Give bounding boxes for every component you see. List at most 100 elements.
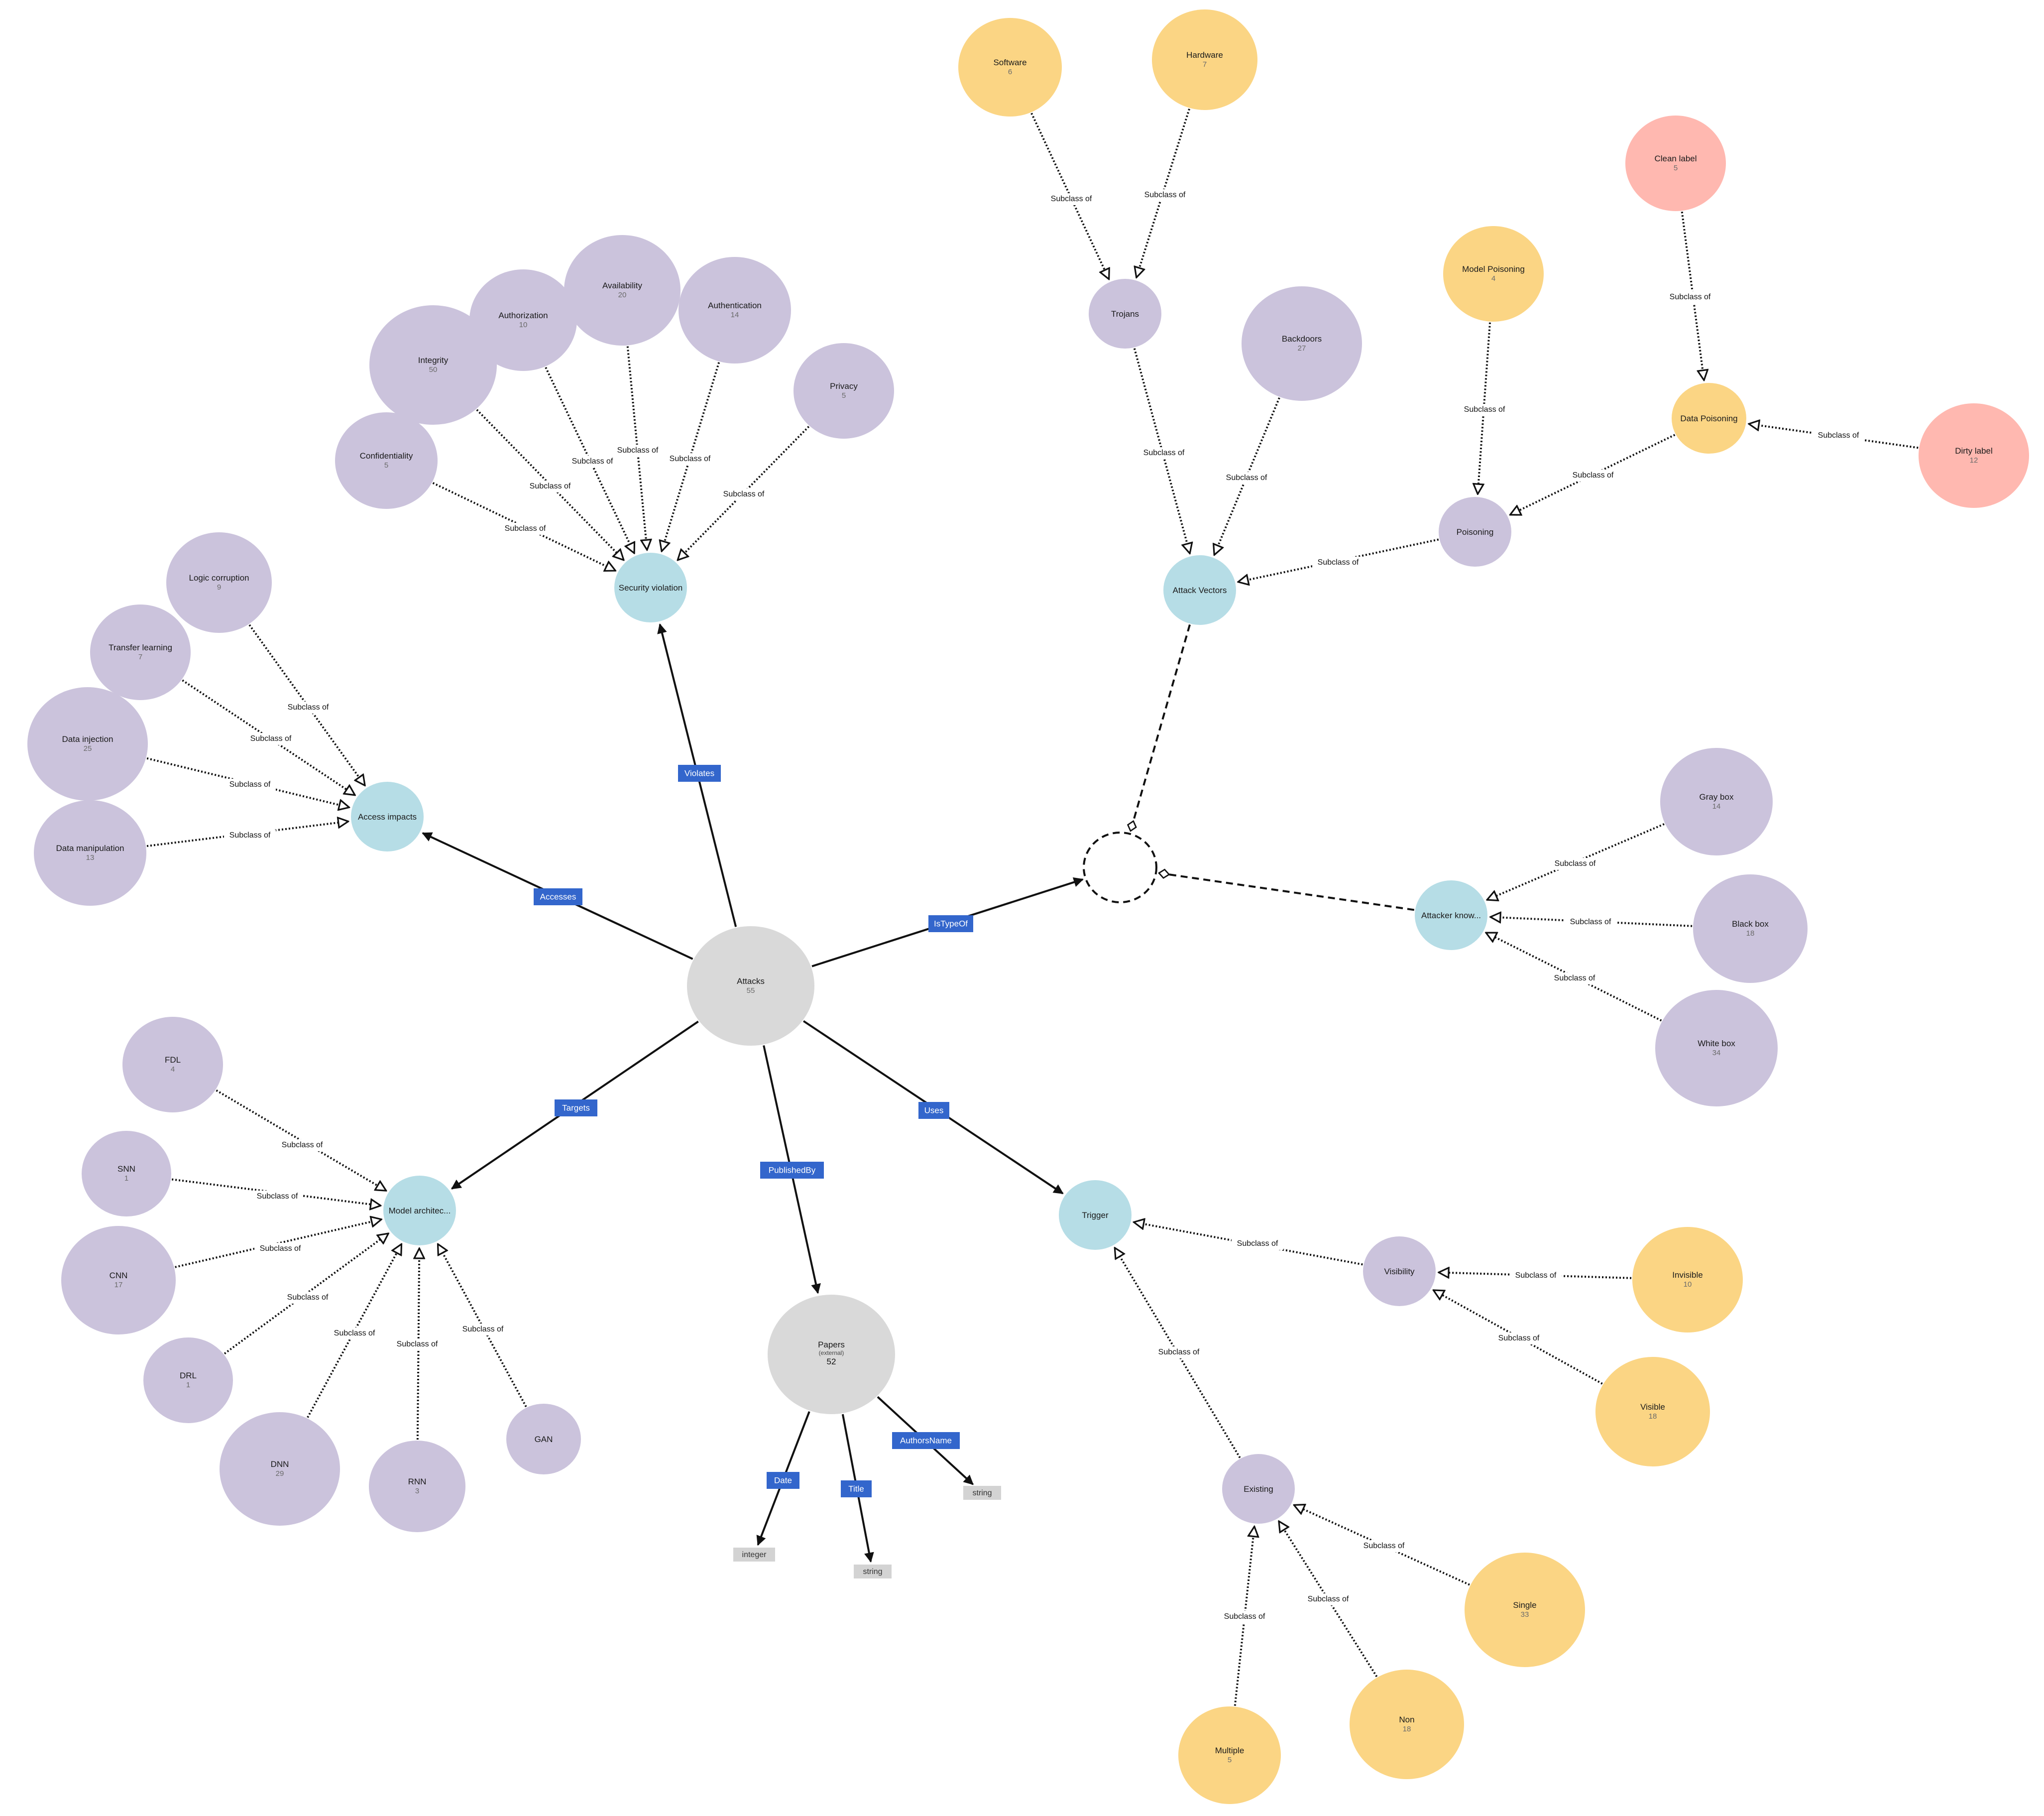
- node-circle: [1152, 9, 1257, 110]
- subclass-label-bg: [1565, 916, 1616, 928]
- subclass-label-bg: [1813, 430, 1864, 442]
- node-circle: [122, 1017, 223, 1112]
- node-circle: [1350, 1670, 1464, 1779]
- node-visibility[interactable]: Visibility: [1363, 1236, 1436, 1306]
- node-count: 33: [1521, 1610, 1529, 1619]
- node-count: 5: [1228, 1756, 1232, 1764]
- subclass-label-bg: [329, 1328, 380, 1339]
- subclass-label-bg: [282, 1292, 334, 1304]
- node-count: 4: [171, 1065, 175, 1074]
- node-count: 7: [1203, 60, 1207, 69]
- datatype-box: [854, 1565, 892, 1578]
- node-label: Security violation: [619, 583, 683, 593]
- subclass-label: Subclass of: [617, 446, 659, 455]
- subclass-label-bg: [457, 1324, 509, 1335]
- node-label: GAN: [535, 1435, 553, 1444]
- subclass-label: Subclass of: [1226, 474, 1267, 482]
- subclass-label-bg: [1510, 1270, 1562, 1282]
- node-model-arch[interactable]: Model architec...: [383, 1176, 456, 1245]
- node-label: Trigger: [1082, 1211, 1109, 1220]
- relation-label-targets: Targets: [562, 1103, 590, 1112]
- subclass-label-bg: [1567, 470, 1619, 482]
- datatype-box: [963, 1486, 1001, 1500]
- subclass-label: Subclass of: [1308, 1595, 1349, 1603]
- subclass-edge-single: [1294, 1505, 1470, 1586]
- node-count: 3: [415, 1487, 419, 1495]
- subclass-edge-multiple: [1234, 1527, 1254, 1706]
- relation-label-date: Date: [774, 1475, 792, 1485]
- node-data-poisoning[interactable]: Data Poisoning: [1672, 383, 1746, 454]
- node-count: 25: [84, 744, 92, 753]
- subclass-label-bg: [1232, 1238, 1283, 1250]
- node-label: FDL: [165, 1055, 181, 1065]
- node-attack-vectors[interactable]: Attack Vectors: [1163, 555, 1236, 625]
- subclass-edge-trojans: [1133, 348, 1190, 554]
- node-count: 34: [1712, 1049, 1721, 1057]
- node-gan[interactable]: GAN: [506, 1404, 581, 1474]
- node-access-impacts[interactable]: Access impacts: [351, 782, 424, 851]
- subclass-edge-gray-box: [1487, 823, 1665, 900]
- node-label: Multiple: [1215, 1746, 1245, 1755]
- subclass-label-bg: [245, 733, 297, 745]
- subclass-label-bg: [1664, 291, 1716, 303]
- node-circle: [1439, 497, 1511, 567]
- node-papers[interactable]: Papers(external)52: [768, 1295, 895, 1414]
- subclass-label-bg: [1138, 447, 1190, 459]
- relation-label-accesses: Accesses: [540, 892, 576, 901]
- node-circle: [1693, 874, 1808, 983]
- node-count: 29: [276, 1469, 284, 1478]
- relation-tag-targets: [555, 1099, 597, 1116]
- subclass-label-bg: [1221, 472, 1272, 484]
- node-trojans[interactable]: Trojans: [1089, 279, 1161, 349]
- node-trigger[interactable]: Trigger: [1059, 1180, 1132, 1250]
- node-poisoning[interactable]: Poisoning: [1439, 497, 1511, 567]
- node-security-violation[interactable]: Security violation: [614, 553, 687, 622]
- subclass-label: Subclass of: [1143, 449, 1185, 457]
- node-label: CNN: [110, 1271, 128, 1280]
- node-circle: [1655, 990, 1778, 1106]
- subclass-label-bg: [1302, 1593, 1354, 1605]
- node-circle: [351, 782, 424, 851]
- node-label: Data manipulation: [56, 844, 124, 853]
- subclass-label: Subclass of: [1363, 1542, 1405, 1550]
- node-label: Hardware: [1186, 50, 1223, 60]
- node-count: 1: [124, 1174, 128, 1183]
- subclass-label: Subclass of: [530, 482, 571, 490]
- node-attacker-knowledge[interactable]: Attacker know...: [1415, 880, 1487, 950]
- node-circle: [506, 1404, 581, 1474]
- subclass-label-bg: [499, 523, 551, 535]
- node-label: Visibility: [1384, 1267, 1415, 1276]
- node-existing[interactable]: Existing: [1222, 1454, 1295, 1524]
